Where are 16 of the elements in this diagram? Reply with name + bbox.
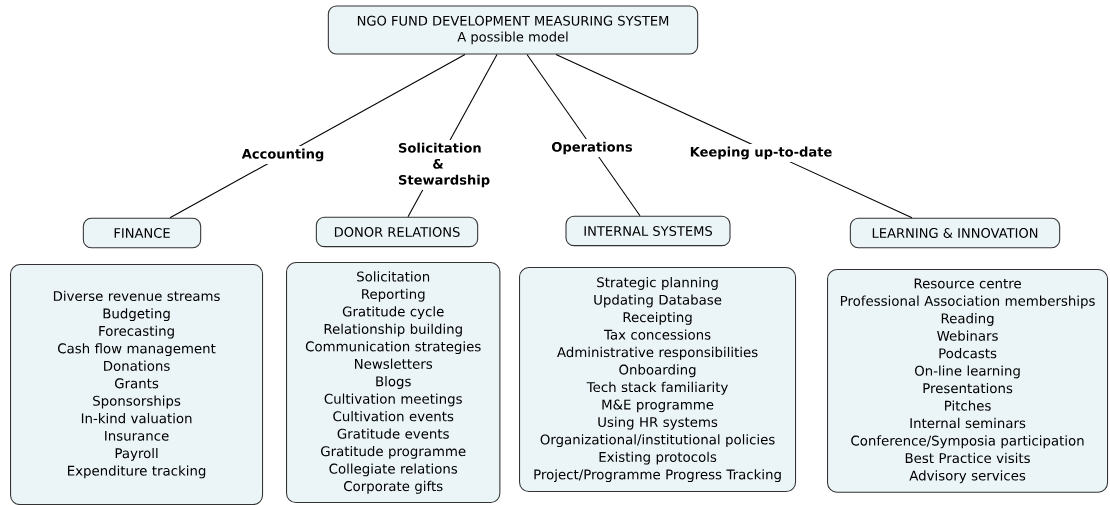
edge-label: Solicitation & Stewardship [395,140,490,190]
category-box: DONOR RELATIONS [315,216,479,248]
connector-line [526,54,641,217]
connector-line [169,54,466,219]
connector-line [555,54,913,219]
category-box: INTERNAL SYSTEMS [565,215,731,247]
category-box: FINANCE [82,217,202,249]
edge-label: Accounting [239,145,327,165]
list-box: Resource centre Professional Association memberships Reading Webinars Podcasts On-line learning Presentations Pitches Internal seminars Conference/Symposia participation Best Practice visits Advisory services [827,269,1109,493]
list-box: Solicitation Reporting Gratitude cycle Relationship building Communication strategies Newsletters Blogs Cultivation meetings Cultivation events Gratitude events Gratitude programme Collegiate relations Corporate gifts [286,262,501,504]
edge-label: Operations [548,139,636,157]
list-box: Diverse revenue streams Budgeting Forecasting Cash flow management Donations Grants Sponsorships In-kind valuation Insurance Payroll Expenditure tracking [10,264,264,505]
edge-label: Keeping up-to-date [687,143,835,163]
list-box: Strategic planning Updating Database Receipting Tax concessions Administrative responsibilities Onboarding Tech stack familiarity M&E programme Using HR systems Organizational/institutional policies Existing protocols Project/Programme Progress Tracking [519,267,797,493]
category-box: LEARNING & INNOVATION [849,217,1061,249]
title-box: NGO FUND DEVELOPMENT MEASURING SYSTEM A possible model [327,5,699,55]
